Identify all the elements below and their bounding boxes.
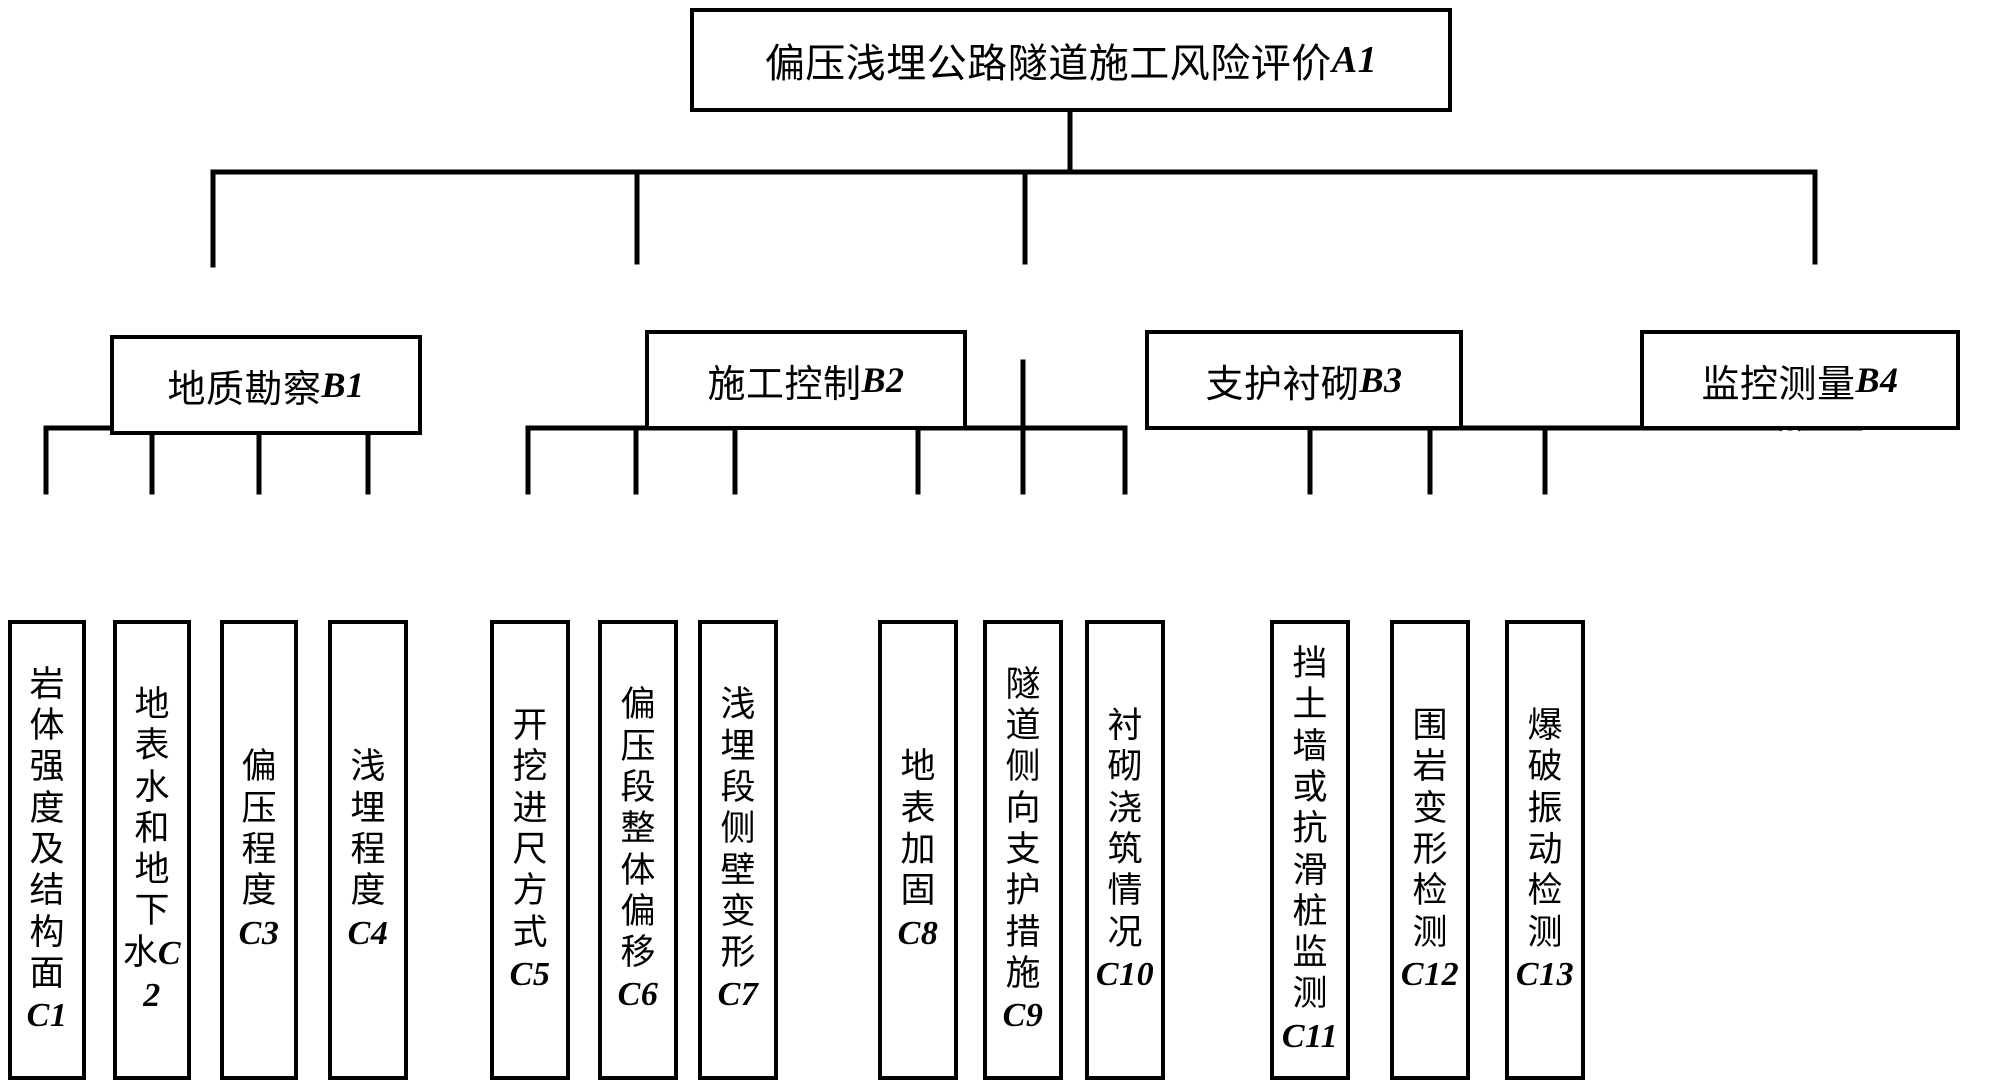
- node-c2[interactable]: 地表水和地下水C2: [113, 620, 191, 1080]
- node-c7-code: C7: [717, 976, 759, 1014]
- node-c10-code: C10: [1095, 955, 1155, 993]
- node-b1-label: 地质勘察: [167, 368, 322, 411]
- node-b1-code: B1: [321, 365, 365, 405]
- node-c4-label: 浅埋程度: [350, 747, 386, 911]
- node-b3-label: 支护衬砌: [1205, 363, 1360, 406]
- node-c8-label: 地表加固: [900, 747, 936, 911]
- node-b2-code: B2: [861, 360, 905, 400]
- node-c1[interactable]: 岩体强度及结构面 C1: [8, 620, 86, 1080]
- node-c1-code: C1: [26, 997, 68, 1035]
- node-c3-label: 偏压程度: [241, 747, 277, 911]
- node-c10-label: 衬砌浇筑情况: [1107, 706, 1143, 952]
- node-b3-code: B3: [1359, 360, 1403, 400]
- node-c13-label: 爆破振动检测: [1527, 706, 1563, 952]
- node-c1-label: 岩体强度及结构面: [29, 664, 65, 993]
- node-c5-label: 开挖进尺方式: [512, 706, 548, 952]
- node-b4-label: 监控测量: [1701, 363, 1856, 406]
- node-c11-label: 挡土墙或抗滑桩监测: [1292, 644, 1328, 1014]
- node-c7-label: 浅埋段侧壁变形: [720, 685, 756, 973]
- node-c2-label: 地表水和地下水: [122, 685, 170, 972]
- node-c5-code: C5: [509, 955, 551, 993]
- node-c9-code: C9: [1002, 997, 1044, 1035]
- node-c11-code: C11: [1281, 1017, 1339, 1055]
- node-c12-label: 围岩变形检测: [1412, 706, 1448, 952]
- node-c4-code: C4: [347, 914, 389, 952]
- node-c9[interactable]: 隧道侧向支护措施 C9: [983, 620, 1063, 1080]
- node-c2-code: C2: [143, 934, 182, 1014]
- node-b4-code: B4: [1855, 360, 1899, 400]
- node-c9-label: 隧道侧向支护措施: [1005, 664, 1041, 993]
- node-c6-code: C6: [617, 976, 659, 1014]
- node-a1-label: 偏压浅埋公路隧道施工风险评价: [764, 41, 1332, 86]
- node-a1-code: A1: [1331, 39, 1378, 81]
- node-c8-code: C8: [897, 914, 939, 952]
- node-b2-label: 施工控制: [707, 363, 862, 406]
- node-c12-code: C12: [1400, 955, 1460, 993]
- node-c6-label: 偏压段整体偏移: [620, 685, 656, 973]
- node-c13-code: C13: [1515, 955, 1575, 993]
- node-c3-code: C3: [238, 914, 280, 952]
